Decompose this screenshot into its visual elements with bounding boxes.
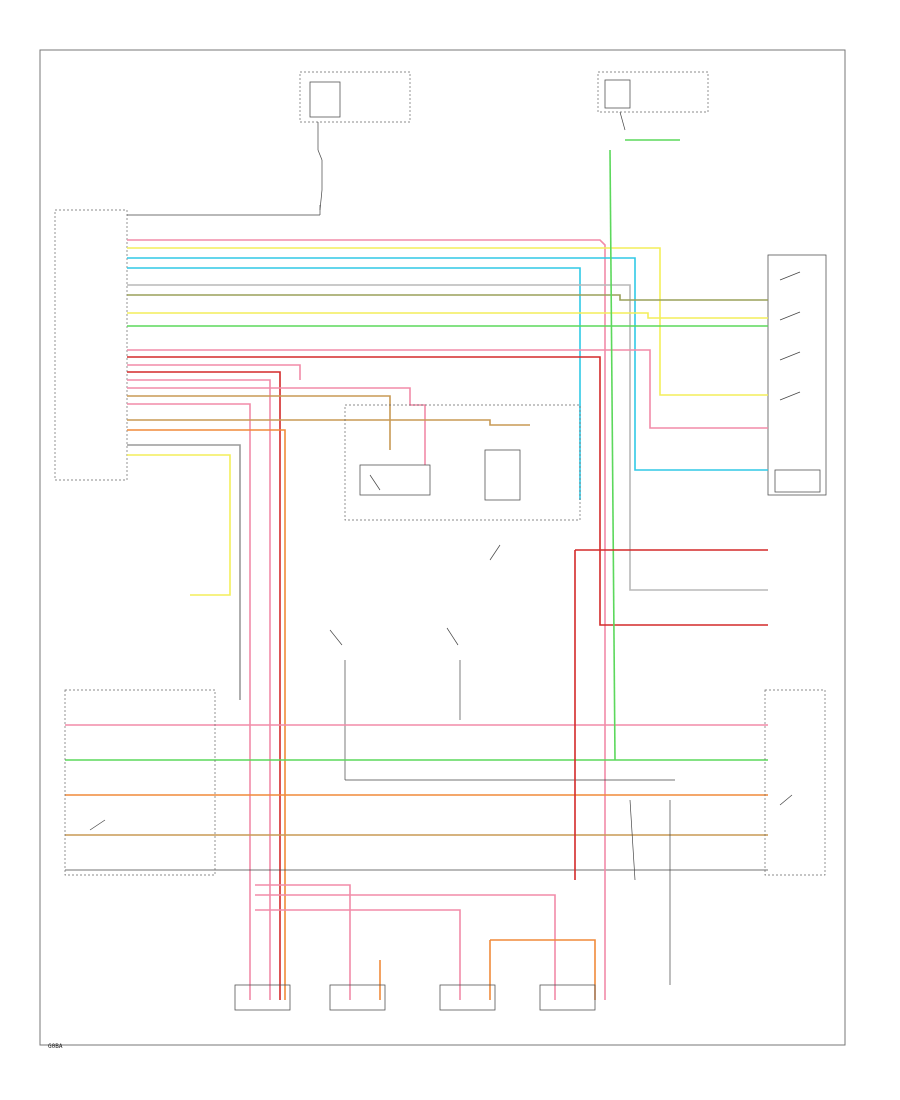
- wire-red-2: [127, 371, 281, 1000]
- wire-pink-lower2: [255, 894, 556, 1000]
- wire-pink-2: [127, 349, 768, 429]
- right-front-door-switch: [764, 689, 826, 876]
- actuator-feed-wires: [255, 799, 671, 1000]
- wire-tan-3: [127, 419, 530, 426]
- remote-keyless-entry-module: [767, 254, 827, 496]
- wire-gray-2: [127, 444, 241, 700]
- wire-yellow-1: [127, 247, 768, 396]
- rr-door-actuator: [539, 984, 596, 1011]
- wire-green-vert: [609, 149, 616, 761]
- wire-cyan-1: [127, 257, 768, 471]
- generic-electronic-module: [54, 205, 321, 481]
- wire-pink-5: [127, 387, 426, 465]
- wire-orange-lower: [490, 939, 596, 1000]
- wire-gray-1: [127, 284, 768, 591]
- wire-red-1: [127, 356, 768, 626]
- wire-tan-2: [127, 395, 391, 450]
- wire-pink-4: [127, 379, 271, 1000]
- door-lock-actuators: [234, 984, 596, 1011]
- wire-yellow-3: [127, 454, 231, 596]
- center-console-switch: [64, 689, 216, 876]
- lr-door-actuator: [329, 984, 386, 1011]
- lf-door-actuator: [234, 984, 291, 1011]
- wire-pink-lower: [255, 884, 351, 1000]
- diagram-border: [39, 49, 846, 1046]
- page-code: G0BA: [48, 1043, 63, 1050]
- wire-pink-3: [127, 364, 301, 380]
- middle-horizontal-wires: [65, 149, 768, 880]
- fuse-box-hot-in-run: [597, 71, 709, 141]
- wire-cyan-2: [127, 267, 581, 500]
- rf-door-actuator: [439, 984, 496, 1011]
- gem-output-wires: [127, 239, 768, 1000]
- fuse-box-hot-at-all-times: [299, 71, 411, 211]
- wire-pink-6: [127, 403, 251, 1000]
- wire-pink-lower3: [255, 909, 461, 1000]
- wire-pink-1: [127, 239, 606, 860]
- wire-orange-1: [127, 429, 286, 1000]
- wire-tan-1: [127, 294, 768, 301]
- door-lock-switch-zone: [329, 404, 675, 781]
- wire-yellow-2: [127, 312, 768, 319]
